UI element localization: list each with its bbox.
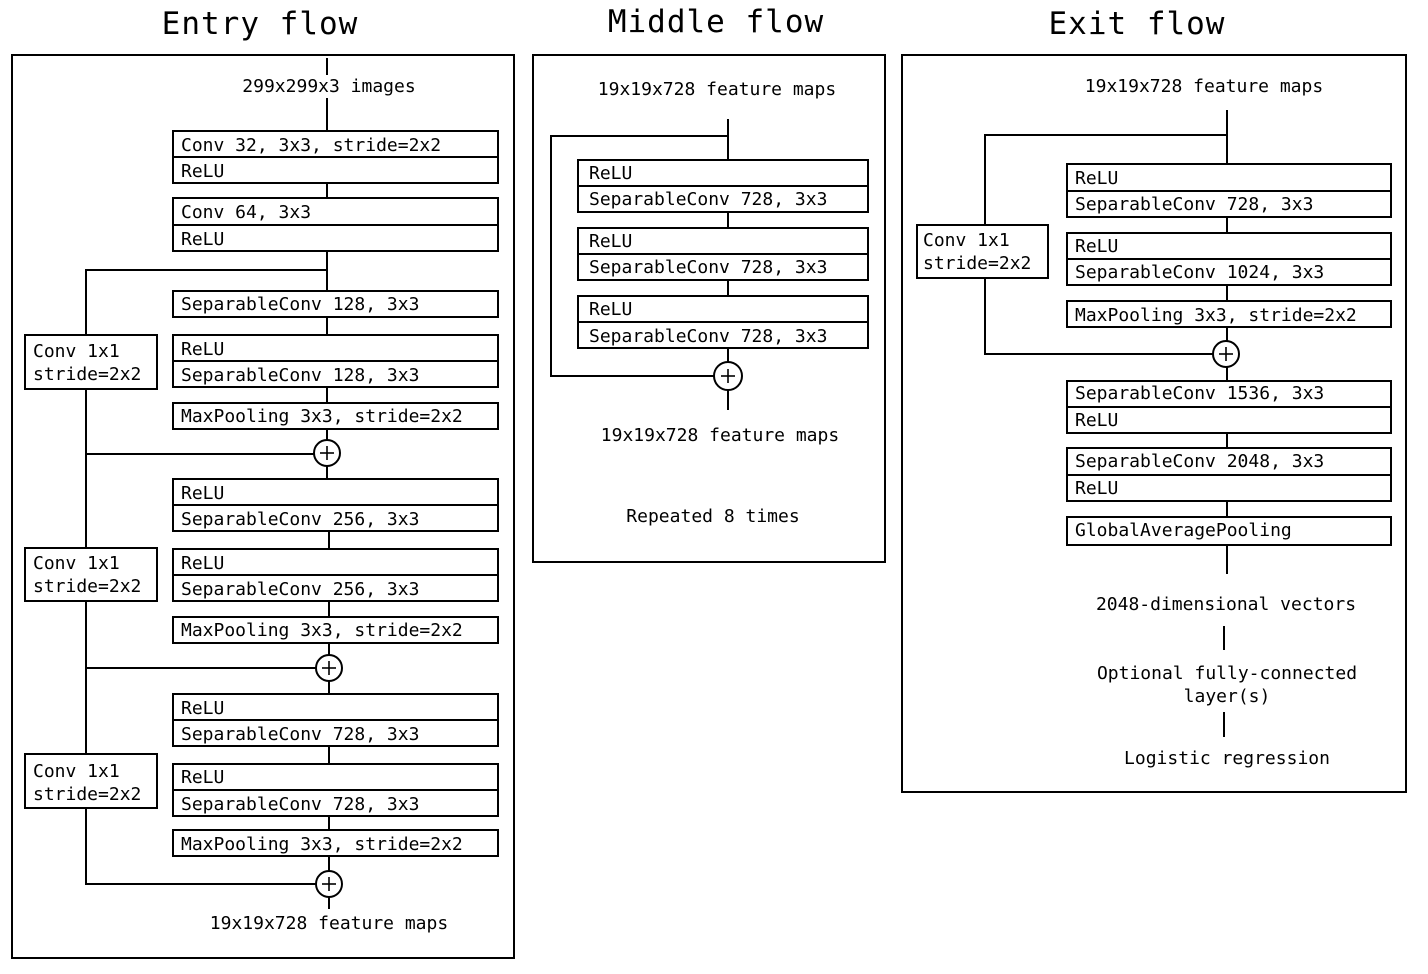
activation-label: ReLU [181, 483, 224, 504]
skip-conv-label: Conv 1x1 [923, 230, 1010, 251]
activation-label: ReLU [181, 553, 224, 574]
exit-flow: 19x19x728 feature maps ReLU SeparableCon… [916, 76, 1392, 769]
middle-flow: 19x19x728 feature maps ReLU SeparableCon… [550, 79, 869, 527]
exit-sepconv3-box: SeparableConv 1536, 3x3 ReLU [1066, 380, 1392, 434]
sepconv-layer-label: SeparableConv 728, 3x3 [589, 326, 827, 347]
entry-input-label: 299x299x3 images [242, 76, 415, 97]
activation-label: ReLU [1075, 168, 1118, 189]
entry-conv1-box: Conv 32, 3x3, stride=2x2 ReLU [172, 130, 499, 184]
activation-label: ReLU [1075, 478, 1118, 499]
middle-add-icon [713, 361, 743, 391]
activation-label: ReLU [1075, 236, 1118, 257]
exit-flow-title: Exit flow [1049, 6, 1226, 42]
skip-conv-label: Conv 1x1 [33, 761, 120, 782]
sepconv-layer-label: SeparableConv 1536, 3x3 [1075, 383, 1324, 404]
skip-stride-label: stride=2x2 [33, 576, 141, 597]
exit-sepconv4-box: SeparableConv 2048, 3x3 ReLU [1066, 447, 1392, 502]
middle-sepconv3-box: ReLU SeparableConv 728, 3x3 [577, 295, 869, 349]
exit-skip-conv-box: Conv 1x1 stride=2x2 [916, 224, 1049, 279]
exit-maxpool-box: MaxPooling 3x3, stride=2x2 [1066, 300, 1392, 328]
sepconv-layer-label: SeparableConv 256, 3x3 [181, 579, 419, 600]
conv-layer-label: Conv 64, 3x3 [181, 202, 311, 223]
activation-label: ReLU [181, 339, 224, 360]
entry-block3-skip-conv-box: Conv 1x1 stride=2x2 [24, 753, 158, 809]
exit-global-avg-pool-box: GlobalAveragePooling [1066, 516, 1392, 546]
middle-sepconv2-box: ReLU SeparableConv 728, 3x3 [577, 227, 869, 281]
entry-block2-sepconv2-box: ReLU SeparableConv 256, 3x3 [172, 548, 499, 602]
exit-fc-label-line2: layer(s) [1184, 686, 1271, 707]
exit-vectors-label: 2048-dimensional vectors [1096, 594, 1356, 615]
entry-block3-add-icon [315, 870, 343, 898]
entry-flow-title: Entry flow [162, 6, 359, 42]
entry-flow: 299x299x3 images Conv 32, 3x3, stride=2x… [24, 58, 499, 934]
skip-stride-label: stride=2x2 [923, 253, 1031, 274]
entry-connectors [85, 58, 330, 909]
sepconv-layer-label: SeparableConv 128, 3x3 [181, 365, 419, 386]
conv-layer-label: Conv 32, 3x3, stride=2x2 [181, 135, 441, 156]
maxpool-layer-label: MaxPooling 3x3, stride=2x2 [181, 406, 463, 427]
sepconv-layer-label: SeparableConv 128, 3x3 [181, 294, 419, 315]
exit-add-icon [1212, 340, 1240, 368]
entry-block2-skip-conv-box: Conv 1x1 stride=2x2 [24, 547, 158, 602]
entry-block1-skip-conv-box: Conv 1x1 stride=2x2 [24, 334, 158, 390]
entry-block2-maxpool-box: MaxPooling 3x3, stride=2x2 [172, 616, 499, 644]
sepconv-layer-label: SeparableConv 728, 3x3 [589, 189, 827, 210]
middle-connectors [550, 119, 729, 410]
activation-label: ReLU [589, 231, 632, 252]
entry-block3-sepconv2-box: ReLU SeparableConv 728, 3x3 [172, 763, 499, 817]
middle-sepconv1-box: ReLU SeparableConv 728, 3x3 [577, 159, 869, 213]
activation-label: ReLU [181, 161, 224, 182]
middle-output-label: 19x19x728 feature maps [601, 425, 839, 446]
sepconv-layer-label: SeparableConv 728, 3x3 [589, 257, 827, 278]
sepconv-layer-label: SeparableConv 728, 3x3 [181, 724, 419, 745]
exit-fc-label-line1: Optional fully-connected [1097, 663, 1357, 684]
activation-label: ReLU [589, 163, 632, 184]
exit-input-label: 19x19x728 feature maps [1085, 76, 1323, 97]
skip-conv-label: Conv 1x1 [33, 341, 120, 362]
entry-block1-sepconv1-box: SeparableConv 128, 3x3 [172, 290, 499, 318]
skip-conv-label: Conv 1x1 [33, 553, 120, 574]
entry-block3-sepconv1-box: ReLU SeparableConv 728, 3x3 [172, 693, 499, 747]
middle-flow-title: Middle flow [608, 4, 824, 40]
middle-repeat-note: Repeated 8 times [626, 506, 799, 527]
entry-block1-sepconv2-box: ReLU SeparableConv 128, 3x3 [172, 334, 499, 388]
sepconv-layer-label: SeparableConv 256, 3x3 [181, 509, 419, 530]
activation-label: ReLU [181, 698, 224, 719]
entry-conv2-box: Conv 64, 3x3 ReLU [172, 197, 499, 252]
maxpool-layer-label: MaxPooling 3x3, stride=2x2 [1075, 305, 1357, 326]
activation-label: ReLU [181, 767, 224, 788]
entry-block2-add-icon [315, 654, 343, 682]
sepconv-layer-label: SeparableConv 2048, 3x3 [1075, 451, 1324, 472]
exit-sepconv2-box: ReLU SeparableConv 1024, 3x3 [1066, 232, 1392, 286]
entry-block3-maxpool-box: MaxPooling 3x3, stride=2x2 [172, 829, 499, 857]
exit-sepconv1-box: ReLU SeparableConv 728, 3x3 [1066, 163, 1392, 218]
entry-block1-maxpool-box: MaxPooling 3x3, stride=2x2 [172, 402, 499, 430]
sepconv-layer-label: SeparableConv 728, 3x3 [181, 794, 419, 815]
activation-label: ReLU [181, 229, 224, 250]
entry-block1-add-icon [313, 439, 341, 467]
activation-label: ReLU [589, 299, 632, 320]
middle-input-label: 19x19x728 feature maps [598, 79, 836, 100]
entry-block2-sepconv1-box: ReLU SeparableConv 256, 3x3 [172, 478, 499, 532]
maxpool-layer-label: MaxPooling 3x3, stride=2x2 [181, 620, 463, 641]
maxpool-layer-label: MaxPooling 3x3, stride=2x2 [181, 834, 463, 855]
exit-logreg-label: Logistic regression [1124, 748, 1330, 769]
skip-stride-label: stride=2x2 [33, 364, 141, 385]
sepconv-layer-label: SeparableConv 728, 3x3 [1075, 194, 1313, 215]
entry-output-label: 19x19x728 feature maps [210, 913, 448, 934]
sepconv-layer-label: SeparableConv 1024, 3x3 [1075, 262, 1324, 283]
activation-label: ReLU [1075, 410, 1118, 431]
exit-connectors [984, 110, 1228, 737]
skip-stride-label: stride=2x2 [33, 784, 141, 805]
global-avg-pool-label: GlobalAveragePooling [1075, 520, 1292, 541]
